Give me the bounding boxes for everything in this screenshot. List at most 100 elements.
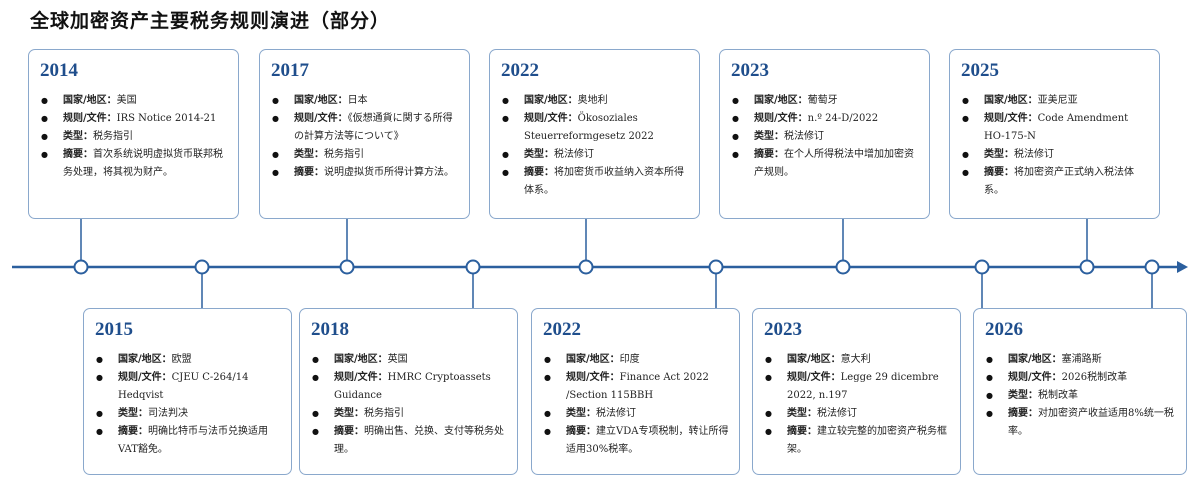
event-year: 2025 (961, 60, 999, 81)
summary-label: 摘要： (63, 149, 93, 160)
country-value: 日本 (347, 95, 368, 106)
summary-value: 建立VDA专项税制，转让所得适用30%税率。 (566, 426, 729, 455)
event-year: 2023 (764, 319, 802, 340)
country-label: 国家/地区： (294, 95, 348, 106)
rule-label: 规则/文件： (524, 113, 578, 124)
country-value: 塞浦路斯 (1061, 354, 1102, 365)
summary-value: 明确出售、兑换、支付等税务处理。 (334, 426, 504, 455)
rule-value: 《仮想通貨に関する所得の計算方法等について》 (294, 113, 453, 142)
type-entry: 类型：税法修订 (763, 405, 950, 423)
event-year: 2023 (731, 60, 769, 81)
rule-value: n.º 24-D/2022 (807, 113, 879, 124)
event-card-2017: 2017 国家/地区：日本 规则/文件：《仮想通貨に関する所得の計算方法等につい… (259, 49, 470, 219)
summary-entry: 摘要：明确比特币与法币兑换适用VAT豁免。 (94, 423, 281, 459)
rule-label: 规则/文件： (984, 113, 1038, 124)
type-value: 税务指引 (324, 149, 364, 160)
event-year: 2022 (543, 319, 581, 340)
country-entry: 国家/地区：美国 (39, 92, 228, 110)
country-label: 国家/地区： (787, 354, 841, 365)
summary-entry: 摘要：将加密货币收益纳入资本所得体系。 (500, 164, 689, 200)
rule-entry: 规则/文件：Finance Act 2022 /Section 115BBH (542, 369, 729, 405)
node-2018 (465, 259, 481, 275)
rule-entry: 规则/文件：Ökosoziales Steuerreformgesetz 202… (500, 110, 689, 146)
country-entry: 国家/地区：印度 (542, 351, 729, 369)
type-label: 类型： (787, 408, 817, 419)
summary-value: 在个人所得税法中增加加密资产规则。 (754, 149, 914, 178)
type-entry: 类型：税制改革 (984, 387, 1176, 405)
rule-entry: 规则/文件：IRS Notice 2014-21 (39, 110, 228, 128)
rule-label: 规则/文件： (566, 372, 620, 383)
event-year: 2018 (311, 319, 349, 340)
summary-value: 将加密资产正式纳入税法体系。 (984, 167, 1134, 196)
country-value: 意大利 (840, 354, 871, 365)
summary-label: 摘要： (524, 167, 554, 178)
country-entry: 国家/地区：日本 (270, 92, 459, 110)
country-label: 国家/地区： (524, 95, 578, 106)
rule-value: Code Amendment HO-175-N (984, 113, 1129, 142)
type-label: 类型： (754, 131, 784, 142)
event-card-2023-portugal: 2023 国家/地区：葡萄牙 规则/文件：n.º 24-D/2022 类型：税法… (719, 49, 930, 219)
rule-label: 规则/文件： (1008, 372, 1062, 383)
summary-label: 摘要： (118, 426, 148, 437)
event-card-2025: 2025 国家/地区：亚美尼亚 规则/文件：Code Amendment HO-… (949, 49, 1160, 219)
rule-value: Finance Act 2022 /Section 115BBH (566, 372, 709, 401)
rule-value: Ökosoziales Steuerreformgesetz 2022 (524, 113, 654, 142)
rule-label: 规则/文件： (754, 113, 808, 124)
summary-entry: 摘要：建立较完整的加密资产税务框架。 (763, 423, 950, 459)
rule-label: 规则/文件： (63, 113, 117, 124)
summary-label: 摘要： (334, 426, 364, 437)
summary-entry: 摘要：明确出售、兑换、支付等税务处理。 (310, 423, 507, 459)
type-entry: 类型：税法修订 (542, 405, 729, 423)
summary-value: 将加密货币收益纳入资本所得体系。 (524, 167, 684, 196)
event-card-2023-italy: 2023 国家/地区：意大利 规则/文件：Legge 29 dicembre 2… (752, 308, 961, 475)
node-2023-bottom (974, 259, 990, 275)
country-entry: 国家/地区：意大利 (763, 351, 950, 369)
event-card-2022-india: 2022 国家/地区：印度 规则/文件：Finance Act 2022 /Se… (531, 308, 740, 475)
rule-entry: 规则/文件：n.º 24-D/2022 (730, 110, 919, 128)
type-entry: 类型：税务指引 (270, 146, 459, 164)
type-value: 税务指引 (364, 408, 404, 419)
type-label: 类型： (334, 408, 364, 419)
event-card-2022-austria: 2022 国家/地区：奥地利 规则/文件：Ökosoziales Steuerr… (489, 49, 700, 219)
rule-label: 规则/文件： (334, 372, 388, 383)
event-year: 2026 (985, 319, 1023, 340)
rule-entry: 规则/文件：《仮想通貨に関する所得の計算方法等について》 (270, 110, 459, 146)
event-card-2018: 2018 国家/地区：英国 规则/文件：HMRC Cryptoassets Gu… (299, 308, 518, 475)
country-label: 国家/地区： (754, 95, 808, 106)
country-value: 葡萄牙 (807, 95, 838, 106)
country-value: 美国 (116, 95, 137, 106)
country-entry: 国家/地区：葡萄牙 (730, 92, 919, 110)
type-label: 类型： (566, 408, 596, 419)
event-card-2015: 2015 国家/地区：欧盟 规则/文件：CJEU C-264/14 Hedqvi… (83, 308, 292, 475)
rule-entry: 规则/文件：2026税制改革 (984, 369, 1176, 387)
country-entry: 国家/地区：塞浦路斯 (984, 351, 1176, 369)
rule-entry: 规则/文件：Legge 29 dicembre 2022, n.197 (763, 369, 950, 405)
node-2015 (194, 259, 210, 275)
rule-label: 规则/文件： (294, 113, 348, 124)
rule-value: HMRC Cryptoassets Guidance (334, 372, 491, 401)
country-entry: 国家/地区：欧盟 (94, 351, 281, 369)
country-entry: 国家/地区：奥地利 (500, 92, 689, 110)
axis-arrowhead (1177, 261, 1188, 273)
summary-label: 摘要： (1008, 408, 1038, 419)
summary-value: 对加密资产收益适用8%统一税率。 (1008, 408, 1174, 437)
type-value: 税法修订 (817, 408, 857, 419)
rule-label: 规则/文件： (118, 372, 172, 383)
type-value: 司法判决 (148, 408, 188, 419)
type-label: 类型： (118, 408, 148, 419)
type-value: 税法修订 (1014, 149, 1054, 160)
summary-value: 明确比特币与法币兑换适用VAT豁免。 (118, 426, 268, 455)
summary-label: 摘要： (294, 167, 324, 178)
event-year: 2015 (95, 319, 133, 340)
summary-value: 首次系统说明虚拟货币联邦税务处理，将其视为财产。 (63, 149, 223, 178)
type-label: 类型： (524, 149, 554, 160)
rule-label: 规则/文件： (787, 372, 841, 383)
type-label: 类型： (984, 149, 1014, 160)
country-entry: 国家/地区：英国 (310, 351, 507, 369)
country-value: 欧盟 (171, 354, 192, 365)
summary-entry: 摘要：说明虚拟货币所得计算方法。 (270, 164, 459, 182)
country-label: 国家/地区： (334, 354, 388, 365)
type-label: 类型： (1008, 390, 1038, 401)
type-value: 税法修订 (554, 149, 594, 160)
type-entry: 类型：税务指引 (310, 405, 507, 423)
